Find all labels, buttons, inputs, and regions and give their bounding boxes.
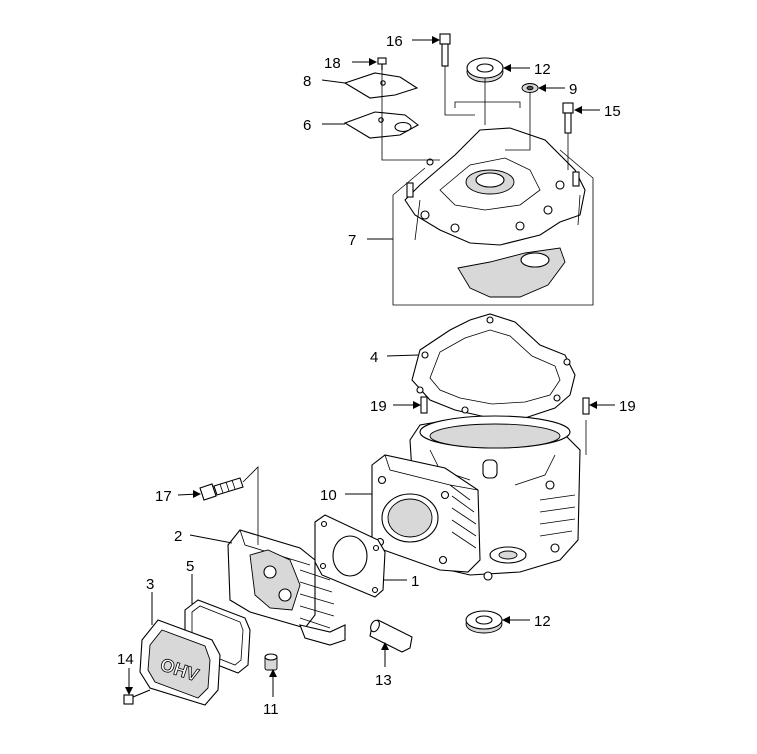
crankcase-cover-group <box>343 33 594 306</box>
bolt-14 <box>123 689 151 705</box>
callout-15: 15 <box>604 103 621 120</box>
gasket-hole <box>320 520 328 528</box>
callout-1: 1 <box>411 573 419 590</box>
bolt-15 <box>562 102 574 134</box>
plate-hole <box>394 121 412 133</box>
gasket-hole <box>372 544 380 552</box>
bolt-18 <box>377 57 387 70</box>
callout-7: 7 <box>348 232 356 249</box>
gasket-4 <box>411 313 576 419</box>
callout-labels: 16 18 12 8 9 15 6 7 4 19 19 17 10 2 5 1 … <box>117 33 636 718</box>
guide-sleeve-13 <box>369 619 413 653</box>
gasket-hole <box>319 562 327 570</box>
callout-12-top: 12 <box>534 61 551 78</box>
block-hole <box>550 543 560 553</box>
cover-hole <box>555 180 565 190</box>
rocker-stud <box>278 588 292 602</box>
oil-guard-plate <box>457 247 566 298</box>
head-gasket-1 <box>314 514 386 598</box>
callout-11: 11 <box>263 701 279 718</box>
valve-cover-3: OHV <box>139 619 221 706</box>
washer-9 <box>521 83 539 93</box>
cylinder-fins <box>449 484 477 549</box>
group-bracket <box>392 178 594 306</box>
crankcase-interior <box>429 423 561 449</box>
callout-19-left: 19 <box>370 398 387 415</box>
cover-hole <box>426 158 434 166</box>
callout-6: 6 <box>303 117 311 134</box>
gasket-hole <box>421 351 429 359</box>
gasket-hole <box>371 586 379 594</box>
cover-hole <box>420 210 430 220</box>
cylinder-bore-inner <box>387 498 433 538</box>
bearing-bore <box>498 550 518 560</box>
gasket-bore <box>332 535 368 577</box>
cover-edge-lines <box>414 194 581 241</box>
head-bolt-hole <box>438 555 448 565</box>
dowel-pin-19-left <box>420 396 428 414</box>
callout-13: 13 <box>375 672 392 689</box>
head-exhaust-port <box>299 624 346 646</box>
crankcase-post <box>482 459 498 479</box>
head-top-edge <box>239 529 311 566</box>
block-hole <box>545 480 555 490</box>
callout-12-bottom: 12 <box>534 613 551 630</box>
callout-9: 9 <box>569 81 577 98</box>
cover-bore-inner <box>475 172 505 188</box>
pin-11 <box>264 653 278 671</box>
oil-seal-12-bottom <box>465 610 503 634</box>
guide-line <box>454 101 521 108</box>
oil-seal-12-top <box>466 57 504 83</box>
cylinder-head-2 <box>227 529 346 646</box>
dowel-pin-19-right <box>582 397 590 415</box>
callout-18: 18 <box>324 55 341 72</box>
crankcase-block-10 <box>371 415 581 581</box>
guide-line <box>505 92 531 151</box>
cover-hole <box>543 205 553 215</box>
callout-2: 2 <box>174 528 182 545</box>
bolt-16 <box>439 33 451 67</box>
plate-8 <box>343 72 419 99</box>
callout-5: 5 <box>186 558 194 575</box>
rocker-stud <box>263 565 277 579</box>
guide-line <box>444 66 475 116</box>
gasket-hole <box>416 386 424 394</box>
bracket-diag-right <box>559 149 594 179</box>
plate-hole <box>380 80 386 86</box>
head-bolt-hole <box>440 490 450 500</box>
guide-line <box>242 466 259 545</box>
callout-8: 8 <box>303 73 311 90</box>
callout-17: 17 <box>155 488 172 505</box>
callout-19-right: 19 <box>619 398 636 415</box>
cover-boss-ring <box>439 157 541 211</box>
callout-10: 10 <box>320 487 337 504</box>
head-fins <box>299 569 335 629</box>
cover-tab <box>572 171 580 187</box>
plate-hole <box>520 252 550 268</box>
guide-line <box>381 70 440 161</box>
cooling-fins <box>539 494 576 537</box>
bolt-17 <box>199 466 259 545</box>
bracket-diag-left <box>392 167 426 196</box>
plate-hole <box>378 117 384 123</box>
gasket-hole <box>563 358 571 366</box>
gasket-hole <box>486 316 494 324</box>
head-bolt-hole <box>377 475 387 485</box>
gasket-hole <box>553 394 561 402</box>
leaders <box>125 36 615 697</box>
callout-3: 3 <box>146 576 154 593</box>
callout-4: 4 <box>370 349 378 366</box>
valve-cover-top <box>147 629 211 699</box>
cover-hole <box>515 221 525 231</box>
callout-16: 16 <box>386 33 403 50</box>
gasket-hole <box>461 406 469 414</box>
cylinder-top-edge <box>384 454 479 491</box>
cover-hole <box>450 223 460 233</box>
block-hole <box>483 571 493 581</box>
cover-tab <box>406 182 414 198</box>
callout-14: 14 <box>117 651 134 668</box>
